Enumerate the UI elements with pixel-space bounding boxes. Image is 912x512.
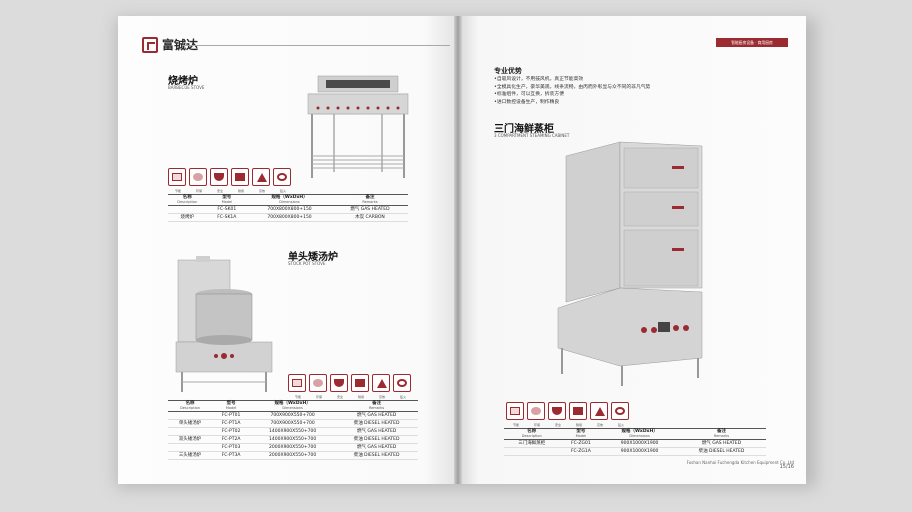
energy-icon: 节能 — [506, 402, 524, 427]
header-divider — [182, 45, 450, 46]
product-title-bbq: 烧烤炉 — [168, 76, 198, 87]
advantages-list: •自吸风设计，不用鼓风机，真正节能高效 •全模具化生产，豪华美观，线条流畅，由丙… — [494, 76, 650, 106]
product-subtitle-bbq: BARBECUE STOVE — [168, 85, 205, 90]
efficient-icon: 高效 — [372, 374, 390, 399]
list-item: •进口数控设备生产，制作精良 — [494, 99, 560, 105]
left-page: 富铖达 烧烤炉 BARBECUE STOVE 节能 环保 安全 耐用 高效 猛火… — [118, 16, 458, 484]
barbecue-stove-image — [307, 75, 409, 178]
eco-icon: 环保 — [527, 402, 545, 427]
feature-icons-stockpot: 节能 环保 安全 耐用 高效 猛火 — [288, 374, 411, 399]
fire-icon: 猛火 — [611, 402, 629, 427]
eco-icon: 环保 — [309, 374, 327, 399]
right-page: 智能厨房设备 · 商用厨房 专业优势 •自吸风设计，不用鼓风机，真正节能高效 •… — [458, 16, 806, 484]
stock-pot-stove-image — [175, 256, 273, 392]
product-subtitle-stockpot: STOCK POT STOVE — [288, 261, 326, 266]
durable-icon: 耐用 — [569, 402, 587, 427]
brand-logo: 富铖达 — [142, 36, 198, 53]
fire-icon: 猛火 — [273, 168, 291, 193]
fire-icon: 猛火 — [393, 374, 411, 399]
list-item: •自吸风设计，不用鼓风机，真正节能高效 — [494, 77, 584, 82]
energy-icon: 节能 — [168, 168, 186, 193]
steaming-cabinet-image — [557, 141, 703, 386]
efficient-icon: 高效 — [252, 168, 270, 193]
page-footer: Foshan Nanhai Fuchengda Kitchen Equipmen… — [687, 460, 794, 470]
footer-company: Foshan Nanhai Fuchengda Kitchen Equipmen… — [686, 460, 794, 465]
feature-icons-steamer: 节能 环保 安全 耐用 高效 猛火 — [506, 402, 629, 427]
safe-icon: 安全 — [210, 168, 228, 193]
page-number: 15/16 — [779, 464, 794, 470]
energy-icon: 节能 — [288, 374, 306, 399]
efficient-icon: 高效 — [590, 402, 608, 427]
list-item: •全模具化生产，豪华美观，线条流畅，由丙而外彰显与众不同的非凡气势 — [494, 84, 651, 90]
durable-icon: 耐用 — [231, 168, 249, 193]
list-item: •标准组件，可以互换，拆装方便 — [494, 92, 564, 97]
header-badge: 智能厨房设备 · 商用厨房 — [716, 38, 788, 47]
safe-icon: 安全 — [330, 374, 348, 399]
durable-icon: 耐用 — [351, 374, 369, 399]
product-title-stockpot: 单头矮汤炉 — [288, 252, 338, 263]
advantages-title: 专业优势 — [494, 67, 522, 75]
book-spine — [454, 16, 462, 484]
product-title-steamer: 三门海鲜蒸柜 — [494, 124, 554, 135]
brand-name: 富铖达 — [162, 38, 199, 52]
brand-logo-icon — [142, 36, 158, 53]
feature-icons-bbq: 节能 环保 安全 耐用 高效 猛火 — [168, 168, 291, 193]
safe-icon: 安全 — [548, 402, 566, 427]
eco-icon: 环保 — [189, 168, 207, 193]
product-subtitle-steamer: 3 COMPARTMENT STEAMING CABINET — [494, 133, 570, 138]
